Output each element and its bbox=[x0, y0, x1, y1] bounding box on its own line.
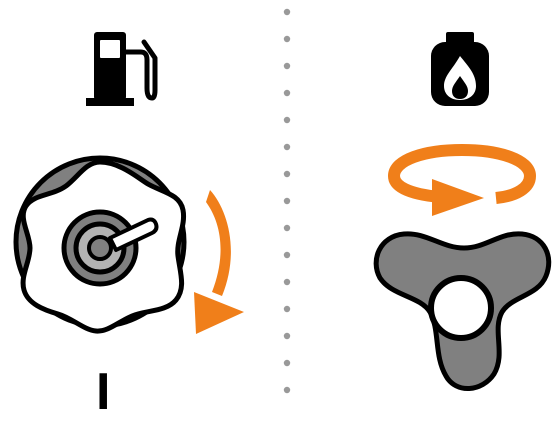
gas-cylinder-flame-icon bbox=[431, 32, 489, 106]
position-marker-label: I bbox=[96, 368, 108, 416]
